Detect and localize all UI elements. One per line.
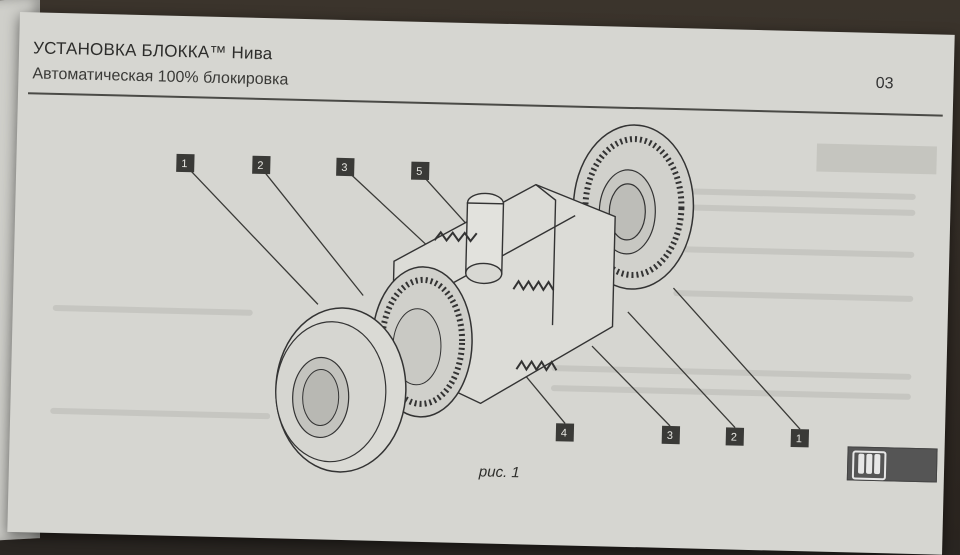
spring-top bbox=[433, 230, 478, 243]
svg-text:3: 3 bbox=[341, 162, 347, 174]
brand-logo bbox=[846, 446, 938, 483]
svg-text:2: 2 bbox=[731, 431, 737, 443]
callout-label-3-top: 3 bbox=[336, 157, 355, 177]
svg-text:1: 1 bbox=[796, 433, 802, 445]
svg-text:5: 5 bbox=[416, 166, 422, 178]
leader-line-3-bottom bbox=[591, 345, 671, 427]
svg-text:1: 1 bbox=[181, 158, 187, 170]
svg-text:3: 3 bbox=[667, 430, 673, 442]
leader-line-3-top bbox=[345, 169, 435, 253]
spring-middle bbox=[512, 279, 555, 292]
spring-bottom bbox=[515, 359, 558, 372]
leader-line-2-top bbox=[260, 167, 364, 296]
manual-page: УСТАНОВКА БЛОККА™ Нива Автоматическая 10… bbox=[7, 12, 955, 555]
left-side-gear bbox=[275, 307, 407, 473]
callout-label-2-top: 2 bbox=[252, 155, 271, 175]
differential-lock-diagram: 1 2 3 5 4 3 2 1 bbox=[176, 124, 810, 473]
svg-text:2: 2 bbox=[257, 160, 263, 172]
callout-label-3-bottom: 3 bbox=[661, 425, 681, 445]
svg-text:4: 4 bbox=[561, 427, 567, 439]
leader-line-1-top bbox=[185, 165, 319, 305]
callout-label-1-top: 1 bbox=[176, 153, 195, 173]
callout-label-4-bottom: 4 bbox=[555, 423, 575, 442]
callout-label-1-bottom: 1 bbox=[790, 428, 810, 448]
callout-label-2-bottom: 2 bbox=[725, 427, 745, 446]
callout-label-5-top: 5 bbox=[411, 161, 430, 181]
figure-caption: рис. 1 bbox=[478, 463, 520, 482]
leader-line-2-bottom bbox=[627, 311, 736, 429]
leader-line-1-bottom bbox=[672, 287, 801, 430]
